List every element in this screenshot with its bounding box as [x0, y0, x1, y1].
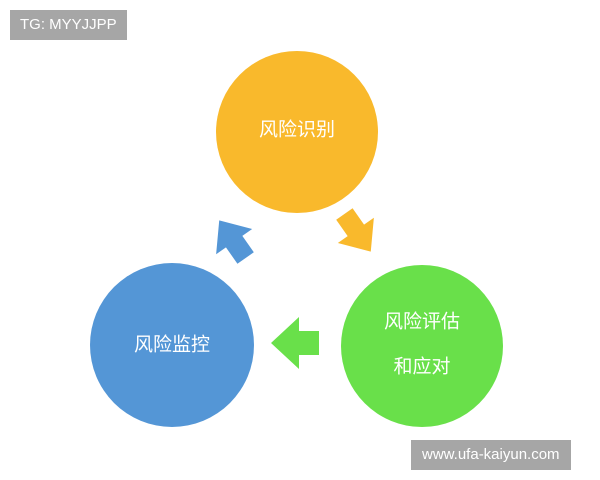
watermark-top: TG: MYYJJPP: [10, 10, 127, 40]
node-assess-circle: [341, 265, 503, 427]
node-assess-label-line1: 风险评估: [383, 310, 461, 333]
node-identify-circle: [216, 51, 378, 213]
node-monitor-circle: [90, 263, 254, 427]
arrow-identify-to-assess-icon: [336, 208, 374, 252]
arrow-monitor-to-identify-icon: [216, 220, 254, 264]
node-assess-label-line2: 和应对: [393, 355, 451, 378]
node-monitor-label: 风险监控: [133, 333, 211, 356]
arrow-assess-to-monitor-icon: [271, 317, 319, 369]
watermark-bottom: www.ufa-kaiyun.com: [411, 440, 571, 470]
node-identify-label: 风险识别: [258, 118, 336, 141]
